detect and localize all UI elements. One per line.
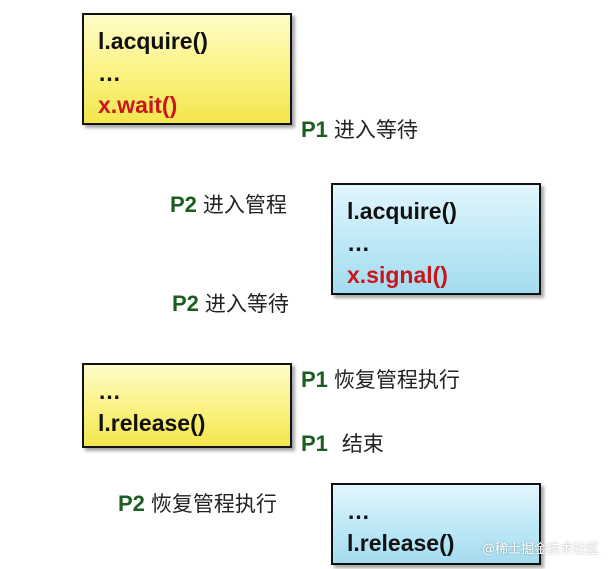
label-p1-end: P1 结束 <box>301 430 384 458</box>
code-line-acquire: l.acquire() <box>347 198 457 224</box>
process-id: P1 <box>301 117 328 142</box>
process-id: P2 <box>118 491 145 516</box>
code-line-signal: x.signal() <box>347 262 448 288</box>
code-line-ellipsis: … <box>347 498 370 524</box>
state-text: 进入管程 <box>202 193 287 217</box>
process-id: P2 <box>170 192 197 217</box>
state-text: 恢复管程执行 <box>150 492 277 516</box>
process-id: P1 <box>301 367 328 392</box>
watermark: @稀土掘金技术社区 <box>481 542 599 557</box>
code-line-acquire: l.acquire() <box>98 28 208 54</box>
p1-code-box-bottom: … l.release() <box>82 363 292 448</box>
state-text: 进入等待 <box>204 292 289 316</box>
p2-code-box-bottom: … l.release() <box>331 483 541 565</box>
code-line-wait: x.wait() <box>98 92 178 118</box>
p2-code-box-middle: l.acquire() … x.signal() <box>331 183 541 295</box>
code-line-ellipsis: … <box>347 230 370 256</box>
process-id: P2 <box>172 291 199 316</box>
state-text: 恢复管程执行 <box>333 368 460 392</box>
code-line-ellipsis: … <box>98 60 121 86</box>
code-line-release: l.release() <box>347 530 455 556</box>
state-text: 进入等待 <box>333 118 418 142</box>
code-line-ellipsis: … <box>98 378 121 404</box>
p1-code-box-top: l.acquire() … x.wait() <box>82 13 292 125</box>
code-line-release: l.release() <box>98 410 206 436</box>
process-id: P1 <box>301 431 328 456</box>
state-text: 结束 <box>341 432 384 456</box>
